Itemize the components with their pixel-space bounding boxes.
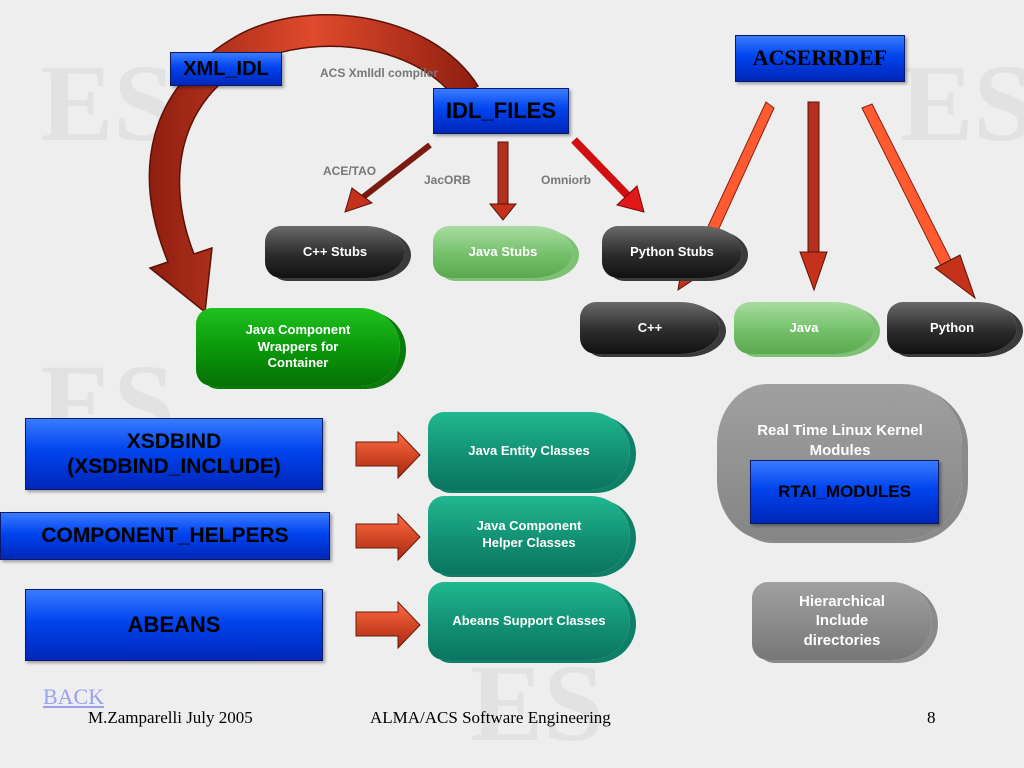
java-entity-classes-pill: Java Entity Classes [428,412,630,490]
curved-arrow-xmlidl [148,14,480,314]
python-stubs-pill: Python Stubs [602,226,742,278]
arrow-to-python-stubs [571,137,645,213]
rtai-modules-box: RTAI_MODULES [750,460,939,524]
xml-idl-box: XML_IDL [170,52,282,86]
java-pill: Java [734,302,874,354]
watermark-es-2: ES [900,42,1024,164]
arrow-xsdbind [355,430,421,480]
arrow-abeans [355,600,421,650]
jacorb-label: JacORB [424,173,471,187]
idl-files-box: IDL_FILES [433,88,569,134]
java-component-wrappers-pill: Java Component Wrappers for Container [196,308,400,386]
arrow-acserrdef-to-java [799,101,828,292]
java-stubs-pill: Java Stubs [433,226,573,278]
arrow-acserrdef-to-python [861,103,977,300]
arrow-to-cpp-stubs [344,142,432,213]
acs-xmlidl-compiler-label: ACS XmlIdl compiler [320,66,439,80]
abeans-box: ABEANS [25,589,323,661]
cpp-stubs-pill: C++ Stubs [265,226,405,278]
arrow-component-helpers [355,512,421,562]
footer-title: ALMA/ACS Software Engineering [370,708,611,727]
footer-page-number: 8 [927,708,936,727]
abeans-support-classes-pill: Abeans Support Classes [428,582,630,660]
python-pill: Python [887,302,1017,354]
acserrdef-box: ACSERRDEF [735,35,905,82]
rt-linux-kernel-modules-label: Real Time Linux Kernel Modules [757,422,923,460]
footer-author: M.Zamparelli July 2005 [88,708,253,727]
xsdbind-box: XSDBIND (XSDBIND_INCLUDE) [25,418,323,490]
omniorb-label: Omniorb [541,173,591,187]
watermark-es-4: ES [470,642,605,764]
component-helpers-box: COMPONENT_HELPERS [0,512,330,560]
ace-tao-label: ACE/TAO [323,164,377,178]
java-component-helper-classes-pill: Java Component Helper Classes [428,496,630,574]
arrow-to-java-stubs [488,141,518,221]
hierarchical-include-pill: Hierarchical Include directories [752,582,932,660]
cpp-pill: C++ [580,302,720,354]
back-link[interactable]: BACK [43,684,105,709]
